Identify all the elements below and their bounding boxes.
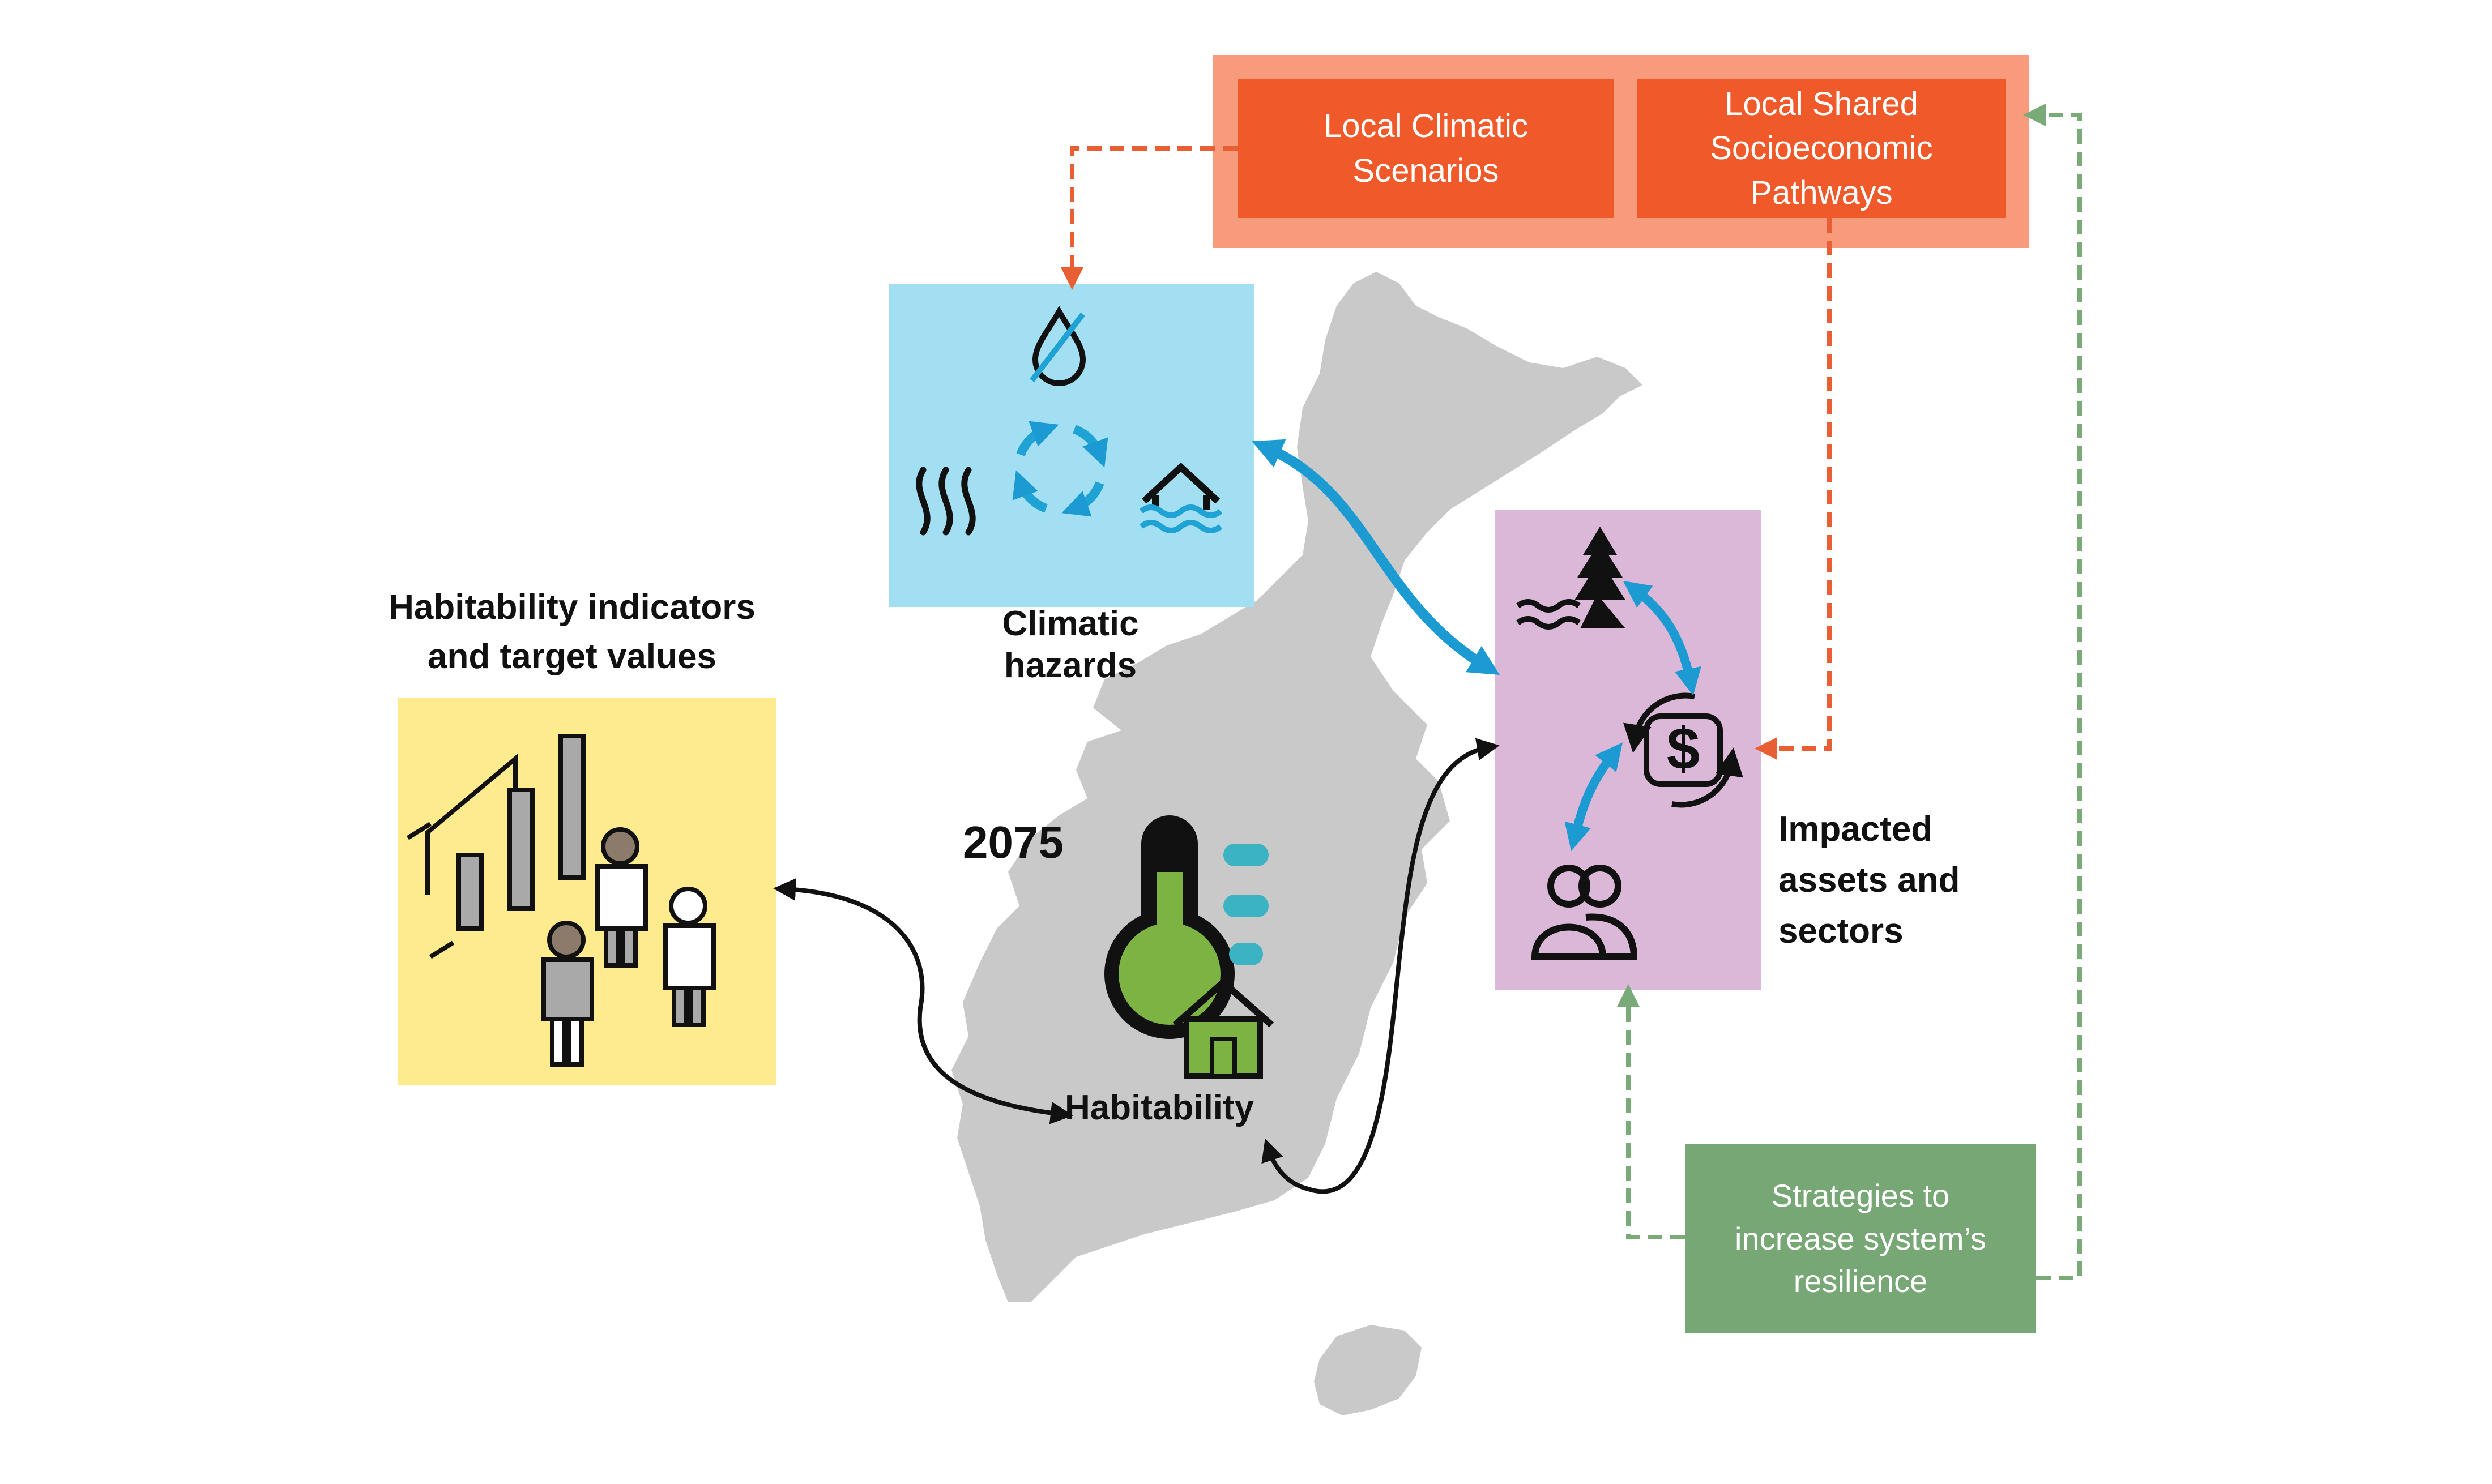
forest-coast-icon [1516, 527, 1625, 630]
people-with-charts-illustration [406, 734, 716, 1067]
island-shape [1314, 1325, 1422, 1415]
economy-people-link [1564, 742, 1623, 852]
strategies-label: Strategies to increase system’s resilien… [1734, 1178, 1986, 1299]
habitability-assets-link [1261, 738, 1500, 1194]
strategies-to-scenarios-connector [2023, 104, 2082, 1280]
people-icon [1531, 865, 1638, 960]
strategies-to-assets-connector [1617, 984, 1685, 1239]
ssp-label: Local Shared Socioeconomic Pathways [1710, 85, 1933, 211]
hazards-assets-link [1252, 439, 1500, 675]
flood-house-icon [1139, 462, 1223, 533]
heatwave-icon [916, 467, 976, 536]
habitability-indicators-label: Habitability indicators and target value… [389, 588, 756, 676]
climatic-hazards-label: Climatic hazards [1002, 604, 1139, 686]
strategies-box [1685, 1144, 2036, 1333]
forest-economy-link [1623, 580, 1701, 696]
climatic-to-hazards-connector [1061, 146, 1238, 290]
habitability-indicators-box [398, 698, 776, 1085]
economy-cycle-icon [1623, 692, 1743, 808]
ssp-to-assets-connector [1755, 218, 1832, 760]
thermometer-icon [1104, 815, 1235, 1039]
habitability-label: Habitability [1065, 1088, 1254, 1127]
year-label: 2075 [963, 817, 1064, 867]
climatic-scenarios-label: Local Climatic Scenarios [1324, 108, 1528, 189]
dollar-symbol: $ [1667, 716, 1700, 782]
climatic-hazards-box [889, 284, 1254, 607]
ssp-box [1637, 79, 2006, 218]
impacted-assets-label: Impacted assets and sectors [1778, 810, 1960, 951]
cycle-arrows-icon [1012, 421, 1108, 517]
temperature-scale-bars [1223, 844, 1269, 965]
no-water-icon [1030, 305, 1086, 386]
climatic-scenarios-box [1238, 79, 1614, 218]
indicators-habitability-link [773, 878, 1073, 1124]
house-icon [1173, 977, 1274, 1079]
